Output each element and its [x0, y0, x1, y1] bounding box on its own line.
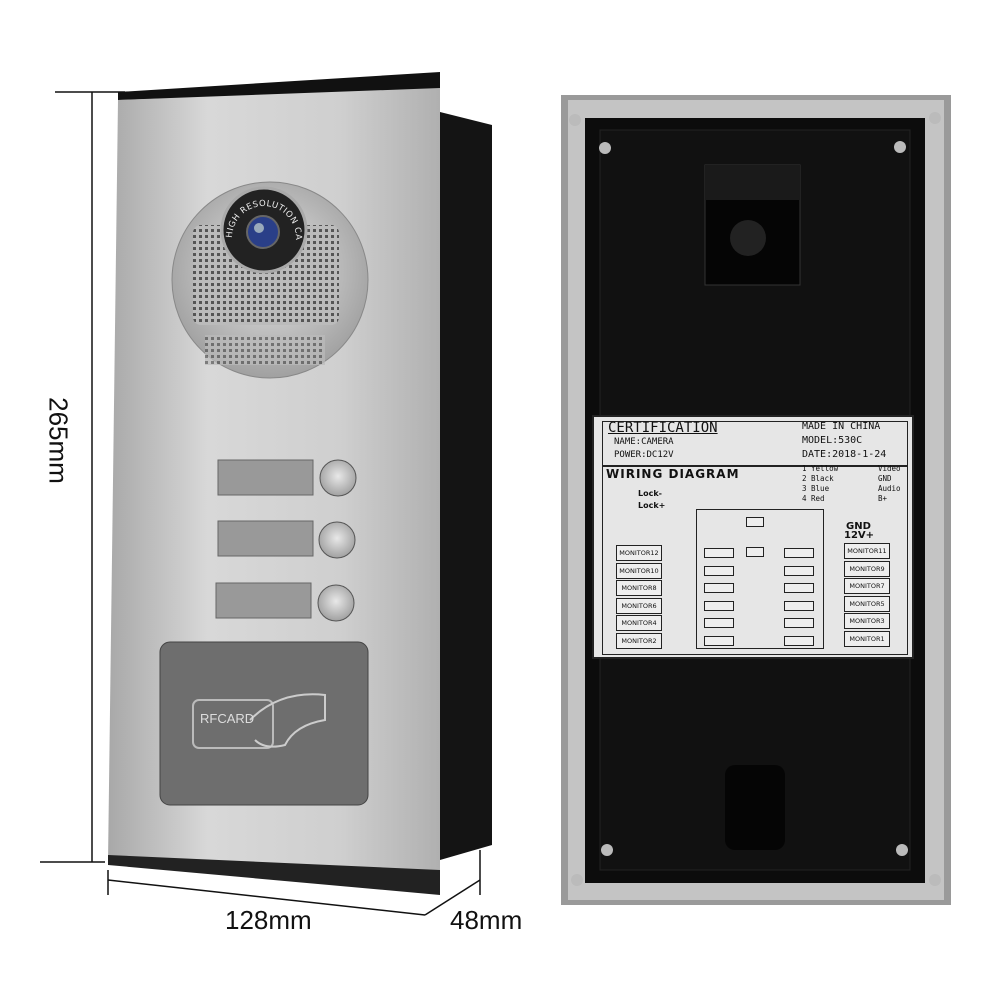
connector: [704, 583, 734, 593]
connector: [704, 565, 734, 576]
monitor-box-right: MONITOR1: [844, 630, 890, 647]
label-title: CERTIFICATION: [608, 420, 718, 436]
connector: [784, 583, 814, 593]
label-power: POWER:DC12V: [614, 450, 674, 460]
connector: [704, 635, 734, 646]
connector: [784, 565, 814, 576]
width-dimension: 128mm: [225, 905, 312, 935]
bottom-edge: [108, 855, 440, 895]
signal-2: GND: [878, 474, 892, 483]
wiring-title: WIRING DIAGRAM: [606, 467, 740, 481]
gnd-label: GND: [846, 521, 871, 532]
mic-grille: [205, 335, 325, 365]
connector: [784, 600, 814, 611]
label-model: MODEL:530C: [802, 435, 863, 446]
label-name: NAME:CAMERA: [614, 437, 674, 447]
depth-dimension: 48mm: [450, 905, 523, 935]
dimension-lines: [40, 91, 481, 916]
connector: [704, 618, 734, 628]
12v-label: 12V+: [844, 530, 875, 541]
connector: [784, 618, 814, 628]
wire-2: 2 Black: [802, 474, 834, 483]
monitor-box-left: MONITOR10: [616, 562, 662, 579]
side-housing: [440, 112, 492, 860]
lock-minus: Lock-: [638, 489, 662, 498]
monitor-box-right: MONITOR5: [844, 595, 890, 612]
monitor-box-left: MONITOR2: [616, 632, 662, 649]
connector: [784, 548, 814, 558]
monitor-box-left: MONITOR6: [616, 597, 662, 614]
signal-4: B+: [878, 494, 888, 503]
signal-1: Video: [878, 464, 901, 473]
connector: [704, 548, 734, 558]
wire-3: 3 Blue: [802, 484, 830, 493]
connector: [704, 600, 734, 611]
rfid-text: RFCARD: [200, 711, 255, 726]
monitor-box-right: MONITOR7: [844, 578, 890, 594]
signal-3: Audio: [878, 484, 901, 493]
lock-plus: Lock+: [638, 501, 666, 510]
label-date: DATE:2018-1-24: [802, 449, 887, 460]
call-buttons: [215, 459, 357, 622]
height-dimension: 265mm: [43, 397, 74, 484]
camera-lens: [246, 215, 280, 249]
connector: [784, 635, 814, 646]
certification-label: CERTIFICATION NAME:CAMERA POWER:DC12V MA…: [592, 415, 914, 659]
top-edge: [118, 72, 440, 100]
monitor-box-right: MONITOR3: [844, 613, 890, 629]
monitor-box-right: MONITOR11: [844, 543, 890, 559]
monitor-box-left: MONITOR8: [616, 580, 662, 596]
label-origin: MADE IN CHINA: [802, 421, 881, 432]
monitor-box-left: MONITOR12: [616, 545, 662, 561]
wire-4: 4 Red: [802, 494, 825, 503]
wire-1: 1 Yellow: [802, 464, 839, 473]
monitor-box-right: MONITOR9: [844, 560, 890, 577]
hand-card-icon: [249, 693, 326, 748]
monitor-box-left: MONITOR4: [616, 615, 662, 631]
rfid-pad: [159, 641, 369, 806]
